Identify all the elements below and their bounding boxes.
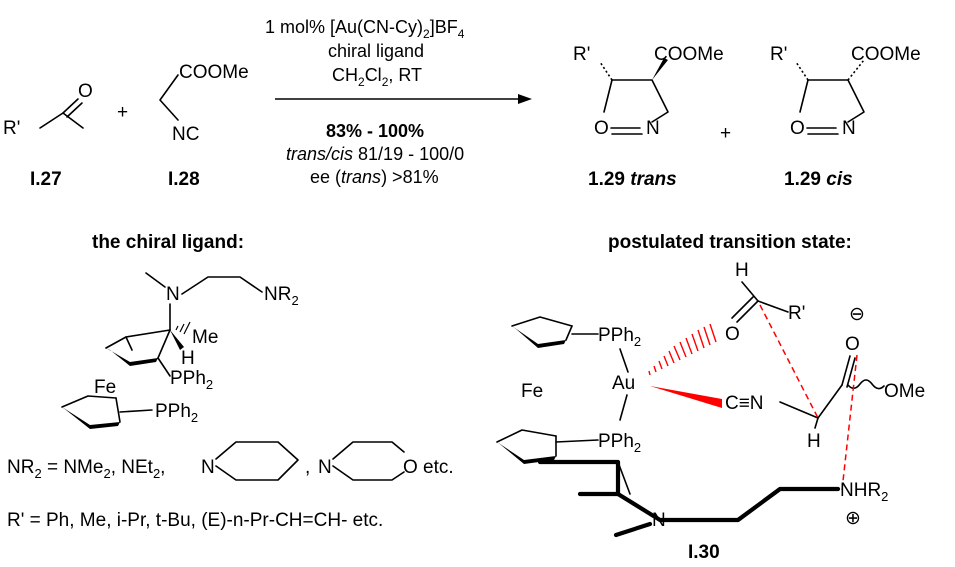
ligand-pph2-top: PPh2: [170, 368, 213, 392]
condition-ligand: chiral ligand: [328, 41, 424, 61]
aldehyde-structure: R' O: [3, 81, 93, 139]
morpholine-oxygen: O: [403, 457, 418, 478]
ligand-structure: N NR2 Me H PPh2 Fe PPh2: [61, 272, 299, 429]
product-cis-structure: R' COOMe O N: [770, 44, 921, 139]
morpholine-nitrogen: N: [318, 457, 332, 478]
compound-label-i27: I.27: [30, 169, 62, 190]
ts-nhr2: NHR2: [840, 480, 888, 504]
ts-amine-nitrogen: N: [652, 510, 666, 531]
product-trans-r-group: R': [573, 44, 590, 65]
product-trans-nitrogen: N: [646, 118, 660, 139]
ligand-nitrogen: N: [166, 284, 180, 305]
product-cis-r-group: R': [770, 44, 787, 65]
transition-state-structure: H R' O PPh2 Fe Au: [496, 260, 925, 538]
ligand-nr2: NR2: [264, 284, 299, 308]
product-cis-nitrogen: N: [842, 118, 856, 139]
compound-label-i28: I.28: [168, 169, 200, 190]
hash-bond-me: [175, 321, 191, 335]
ts-ester-oxygen: O: [845, 334, 860, 355]
product-trans-ester: COOMe: [654, 44, 724, 65]
ts-aldehyde-oxygen: O: [725, 324, 740, 345]
ring-separator-comma: ,: [305, 457, 310, 478]
ts-pph2-top: PPh2: [598, 325, 641, 349]
product-cis-ester: COOMe: [851, 44, 921, 65]
ts-aldehyde-h: H: [735, 260, 749, 281]
condition-catalyst: 1 mol% [Au(CN-Cy)2]BF4: [265, 17, 465, 41]
ts-c-c-forming-bond: [759, 304, 819, 419]
isocyanide-structure: COOMe NC: [159, 62, 249, 145]
reaction-conditions: 1 mol% [Au(CN-Cy)2]BF4 chiral ligand CH2…: [265, 17, 532, 187]
plus-sign-2: +: [720, 123, 731, 144]
condition-solvent: CH2Cl2, RT: [332, 65, 422, 89]
ts-au-c-wedge: [650, 386, 722, 408]
condition-ee: ee (trans) >81%: [310, 167, 439, 187]
aldehyde-oxygen: O: [78, 81, 93, 102]
compound-label-cis: 1.29 cis: [784, 169, 853, 190]
ligand-hydrogen: H: [181, 348, 195, 369]
ts-section-title: postulated transition state:: [608, 232, 852, 253]
ts-isocyanide: C≡N: [725, 393, 764, 414]
isocyanide-ester: COOMe: [179, 62, 249, 83]
ts-ammonium-plus-charge: ⊕: [845, 508, 861, 529]
nr2-options-etc: etc.: [423, 457, 454, 478]
product-trans-structure: R' COOMe O N: [573, 44, 724, 139]
condition-yield: 83% - 100%: [326, 121, 424, 141]
compound-label-i30: I.30: [688, 542, 720, 563]
ts-r-prime: R': [788, 303, 805, 324]
ts-methoxy: OMe: [884, 381, 925, 402]
ligand-section-title: the chiral ligand:: [92, 232, 244, 253]
nr2-options: NR2 = NMe2, NEt2, N , N O etc.: [7, 441, 454, 481]
ts-pph2-bottom: PPh2: [598, 431, 641, 455]
plus-sign-1: +: [117, 102, 128, 123]
ligand-pph2-bottom: PPh2: [155, 401, 198, 425]
compound-label-trans: 1.29 trans: [588, 169, 677, 190]
ts-oxygen-minus-charge: ⊖: [849, 304, 865, 325]
nr2-options-text: NR2 = NMe2, NEt2,: [7, 457, 165, 481]
product-trans-oxygen: O: [594, 118, 609, 139]
product-cis-oxygen: O: [790, 118, 805, 139]
aldehyde-r-group: R': [3, 118, 20, 139]
ligand-iron: Fe: [94, 377, 116, 398]
ts-alpha-h: H: [807, 431, 821, 452]
ts-au-o-interaction: [648, 323, 717, 376]
ts-gold: Au: [612, 373, 635, 394]
ts-iron: Fe: [521, 381, 543, 402]
isocyanide-nc: NC: [172, 124, 199, 145]
condition-diastereoselectivity: trans/cis 81/19 - 100/0: [286, 144, 464, 164]
r-options-text: R' = Ph, Me, i-Pr, t-Bu, (E)-n-Pr-CH=CH-…: [7, 510, 383, 531]
ts-hydrogen-bond: [841, 354, 858, 491]
piperidine-nitrogen: N: [201, 457, 215, 478]
ligand-methyl: Me: [192, 327, 218, 348]
